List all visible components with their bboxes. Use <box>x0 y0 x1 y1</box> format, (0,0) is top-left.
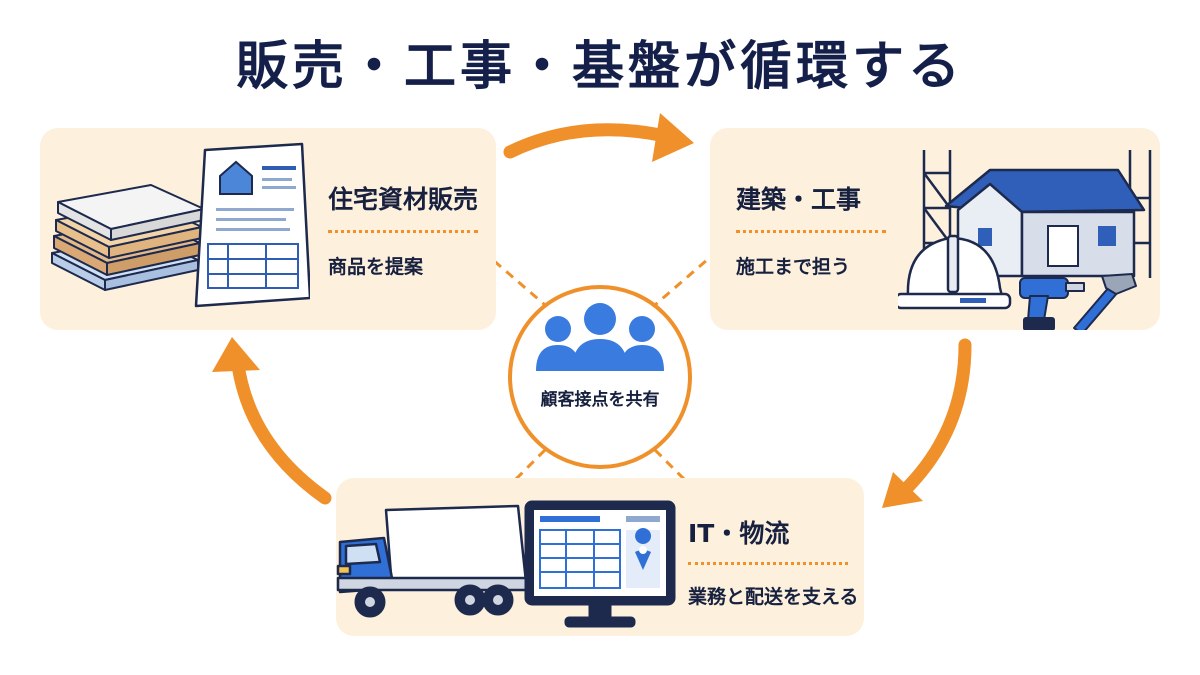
node-subtitle-construction: 施工まで担う <box>736 256 851 278</box>
house-and-tools-icon <box>898 150 1152 330</box>
node-card-construction: 建築・工事 施工まで担う <box>710 128 1160 330</box>
people-icon <box>536 303 664 371</box>
node-card-sales: 住宅資材販売 商品を提案 <box>40 128 496 330</box>
arrowhead-it-to-sales <box>212 337 260 372</box>
node-divider-construction <box>736 230 886 233</box>
arrowhead-sales-to-construction <box>652 113 694 162</box>
diagram-title: 販売・工事・基盤が循環する <box>235 37 964 97</box>
node-title-sales: 住宅資材販売 <box>328 185 479 214</box>
node-card-it-logistics: IT・物流 業務と配送を支える <box>336 478 864 636</box>
node-title-it-logistics: IT・物流 <box>688 519 790 548</box>
arrow-sales-to-construction <box>503 123 672 159</box>
node-subtitle-sales: 商品を提案 <box>328 256 424 278</box>
hub-label: 顧客接点を共有 <box>540 390 660 410</box>
truck-and-monitor-icon <box>336 500 676 628</box>
materials-and-document-icon <box>51 142 310 308</box>
node-divider-it-logistics <box>688 562 848 565</box>
hub-circle: 顧客接点を共有 <box>508 285 692 469</box>
node-divider-sales <box>328 230 478 233</box>
arrowhead-construction-to-it <box>882 472 923 508</box>
arrow-construction-to-it <box>898 338 972 497</box>
node-subtitle-it-logistics: 業務と配送を支える <box>688 586 859 608</box>
arrow-it-to-sales <box>231 358 332 505</box>
node-title-construction: 建築・工事 <box>736 185 862 214</box>
